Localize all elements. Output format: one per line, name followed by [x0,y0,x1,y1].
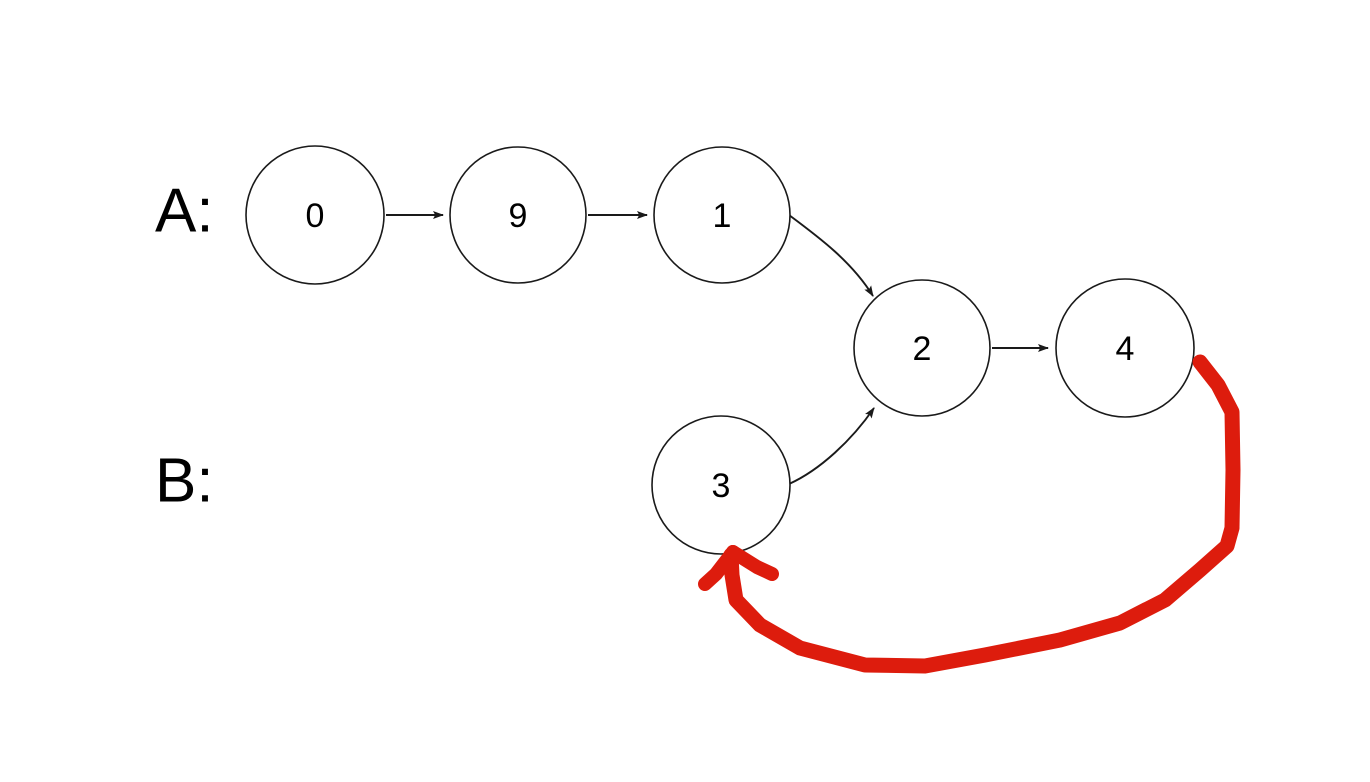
node-2[interactable]: 2 [853,279,991,417]
red-annotation-arrow [698,354,1241,674]
node-1[interactable]: 1 [653,146,791,284]
node-3-circle[interactable] [651,415,791,555]
node-2-circle[interactable] [853,279,991,417]
node-9-label: 9 [509,197,528,235]
node-0-label: 0 [306,197,325,235]
node-4-label: 4 [1116,330,1135,368]
red-arrowhead-barb-left [698,545,740,591]
red-annotation-stroke [723,354,1241,674]
red-arrowhead-barb-right [726,545,779,581]
node-9-circle[interactable] [449,146,587,284]
node-0[interactable]: 0 [245,145,385,285]
node-0-circle[interactable] [245,145,385,285]
node-4-circle[interactable] [1055,278,1195,418]
node-1-label: 1 [713,197,732,235]
node-3[interactable]: 3 [651,415,791,555]
node-4[interactable]: 4 [1055,278,1195,418]
row-label-a: A: [155,176,214,245]
node-3-label: 3 [712,467,731,505]
node-1-circle[interactable] [653,146,791,284]
node-2-label: 2 [913,330,932,368]
row-label-b: B: [155,446,214,515]
edge-3-to-2 [788,407,875,485]
edge-1-to-2 [788,214,874,297]
node-9[interactable]: 9 [449,146,587,284]
